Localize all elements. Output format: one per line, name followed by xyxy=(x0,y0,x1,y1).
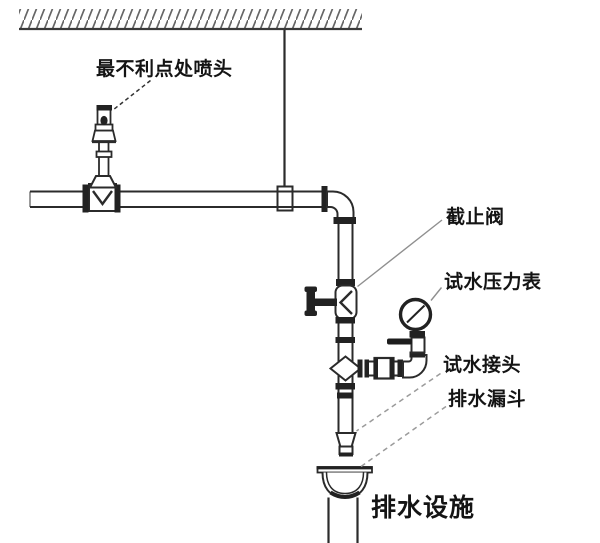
leader-lines xyxy=(112,79,447,468)
elbow-top-right xyxy=(321,186,356,224)
drain-funnel xyxy=(316,466,373,499)
leader-gauge xyxy=(430,287,443,301)
test-connector-assembly xyxy=(328,354,428,382)
label-drain-facility: 排水设施 xyxy=(371,494,476,522)
valve-handwheel xyxy=(304,286,337,316)
label-drain-funnel: 排水漏斗 xyxy=(448,389,527,410)
pressure-gauge xyxy=(387,297,433,358)
stop-valve xyxy=(304,279,358,324)
leader-stop-valve xyxy=(357,219,443,288)
sprinkler-head xyxy=(88,105,118,189)
leader-sprinkler xyxy=(112,79,151,111)
riser-pipe xyxy=(337,224,354,433)
outlet-nozzle xyxy=(335,432,357,457)
riser-coupling xyxy=(335,337,355,343)
leader-test-connector xyxy=(356,372,441,432)
hanger-rod xyxy=(276,30,294,212)
main-horizontal-pipe xyxy=(29,190,324,208)
label-sprinkler-head: 最不利点处喷头 xyxy=(96,59,233,80)
drain-pipe xyxy=(327,497,359,543)
label-test-connector: 试水接头 xyxy=(443,355,522,376)
ceiling-hatch xyxy=(19,9,362,31)
label-test-pressure-gauge: 试水压力表 xyxy=(444,272,542,293)
riser-lower-couplings xyxy=(335,383,355,399)
label-stop-valve: 截止阀 xyxy=(446,207,505,228)
leader-funnel xyxy=(360,405,447,468)
gauge-needle xyxy=(406,304,426,324)
gauge-cock-handle xyxy=(387,338,412,345)
